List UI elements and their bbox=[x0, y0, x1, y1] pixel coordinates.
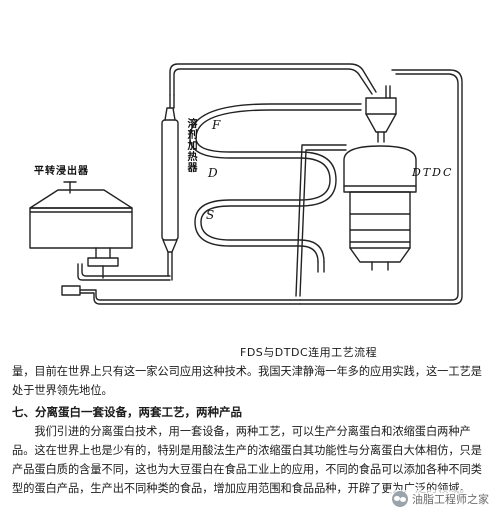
label-d: D bbox=[208, 166, 218, 180]
rotary-extractor-icon bbox=[29, 181, 133, 279]
watermark-text: 油脂工程师之家 bbox=[412, 493, 489, 506]
top-pipe bbox=[169, 63, 377, 96]
paragraph-1: 量，目前在世界上只有这一家公司应用这种技术。我国天津静海一年多的应用实践，这一工… bbox=[12, 365, 482, 397]
bottom-pipe bbox=[61, 263, 301, 305]
dtdc-label: DTDC bbox=[412, 166, 454, 179]
process-flow-diagram bbox=[29, 63, 463, 305]
extractor-label: 平转浸出器 bbox=[34, 166, 89, 177]
right-return-pipe bbox=[299, 69, 463, 305]
fds-serpentine-pipe bbox=[189, 103, 362, 273]
dtdc-feed-pipe bbox=[295, 144, 347, 297]
section-heading: 七、分离蛋白一套设备，两套工艺，两种产品 bbox=[12, 405, 242, 419]
figure-caption: FDS与DTDC连用工艺流程 bbox=[240, 346, 378, 359]
heater-label: 溶剂加热器 bbox=[185, 118, 196, 173]
wechat-icon bbox=[392, 491, 408, 507]
cyclone-separator-icon bbox=[365, 85, 397, 143]
watermark: 油脂工程师之家 bbox=[389, 490, 492, 508]
label-f: F bbox=[212, 118, 221, 132]
label-s: S bbox=[206, 208, 215, 222]
paragraph-2: 我们引进的分离蛋白技术，用一套设备，两种工艺，可以生产分离蛋白和浓缩蛋白两种产品… bbox=[12, 425, 482, 495]
dtdc-dryer-icon bbox=[343, 145, 417, 271]
solvent-heater-icon bbox=[161, 94, 179, 281]
